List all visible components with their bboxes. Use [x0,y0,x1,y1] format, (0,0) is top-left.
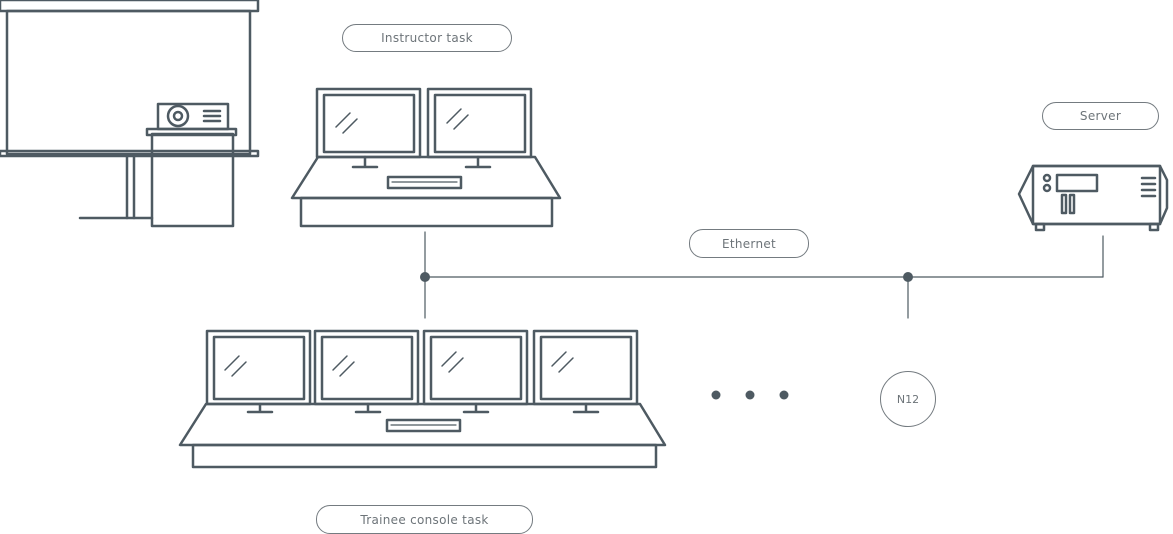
ethernet-label: Ethernet [689,229,809,258]
trainee-console-icon [178,329,667,469]
server-label: Server [1042,102,1159,130]
node-n12: N12 [880,371,936,427]
trainee-console-task-label: Trainee console task [316,505,533,534]
junction-dot [903,272,913,282]
instructor-task-label: Instructor task [342,24,512,52]
projector-icon [156,102,230,131]
instructor-console-icon [290,87,562,228]
ellipsis-icon [711,390,789,400]
projector-screen-icon [0,0,260,228]
junction-dot [420,272,430,282]
server-icon [1017,164,1169,232]
